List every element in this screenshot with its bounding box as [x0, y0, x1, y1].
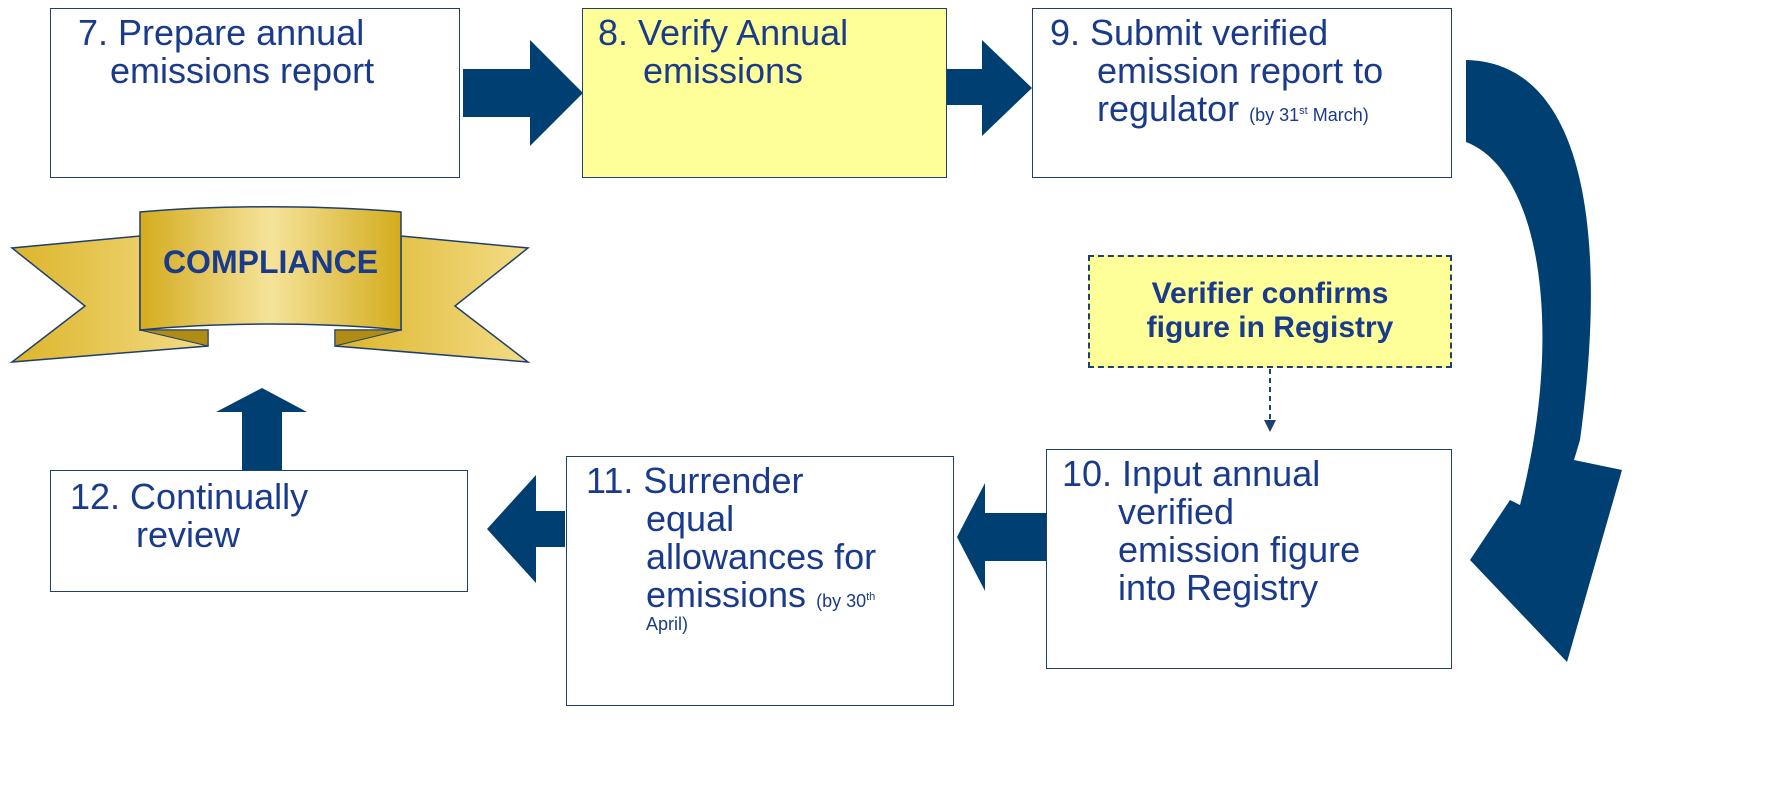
step-11-line4: emissions	[646, 574, 807, 615]
step-8-line2: emissions	[643, 50, 804, 91]
step-11-line3: allowances for	[646, 536, 877, 577]
verifier-note-line1: Verifier confirms	[1151, 277, 1389, 310]
step-12-line2: review	[136, 514, 241, 555]
compliance-banner	[9, 206, 531, 363]
arrow-12-to-compliance	[216, 388, 307, 470]
step-12-text: 12. Continually review	[70, 478, 308, 554]
step-9-line3: regulator	[1097, 88, 1240, 129]
step-10-line1: 10. Input annual	[1062, 453, 1321, 494]
step-9-deadline: (by 31st March)	[1249, 105, 1369, 125]
step-9-line2: emission report to	[1097, 50, 1384, 91]
arrow-11-to-12	[487, 475, 565, 583]
step-8-box	[582, 8, 947, 178]
verifier-note-line2: figure in Registry	[1146, 311, 1394, 344]
step-11-line2: equal	[646, 498, 735, 539]
step-8-line1: 8. Verify Annual	[598, 12, 849, 53]
step-8-text: 8. Verify Annual emissions	[598, 14, 848, 90]
arrow-8-to-9	[947, 40, 1032, 136]
step-10-text: 10. Input annual verified emission figur…	[1062, 455, 1360, 607]
curved-arrow-9-to-10	[1466, 60, 1622, 662]
arrow-10-to-11-shape	[957, 483, 1046, 591]
step-10-line2: verified	[1118, 491, 1235, 532]
step-9-text: 9. Submit verified emission report to re…	[1050, 14, 1383, 128]
step-9-line1: 9. Submit verified	[1050, 12, 1329, 53]
step-11-line1: 11. Surrender	[586, 460, 804, 501]
step-12-box	[50, 470, 468, 592]
step-10-line3: emission figure	[1118, 529, 1361, 570]
verifier-connector-head	[1264, 420, 1276, 432]
step-10-box	[1046, 449, 1452, 669]
arrow-7-to-8	[463, 40, 583, 146]
compliance-label: COMPLIANCE	[162, 244, 379, 280]
step-11-deadline-end: April)	[646, 614, 689, 634]
step-7-text: 7. Prepare annual emissions report	[78, 14, 374, 90]
step-7-line1: 7. Prepare annual	[78, 12, 365, 53]
step-10-line4: into Registry	[1118, 567, 1319, 608]
step-7-box	[50, 8, 460, 178]
step-9-box	[1032, 8, 1452, 178]
step-11-text: 11. Surrender equal allowances for emiss…	[586, 460, 877, 635]
step-11-box	[566, 456, 954, 706]
step-11-deadline: (by 30th	[816, 591, 876, 611]
step-7-line2: emissions report	[110, 50, 375, 91]
verifier-note: Verifier confirms figure in Registry	[1088, 255, 1452, 368]
step-12-line1: 12. Continually	[70, 476, 309, 517]
